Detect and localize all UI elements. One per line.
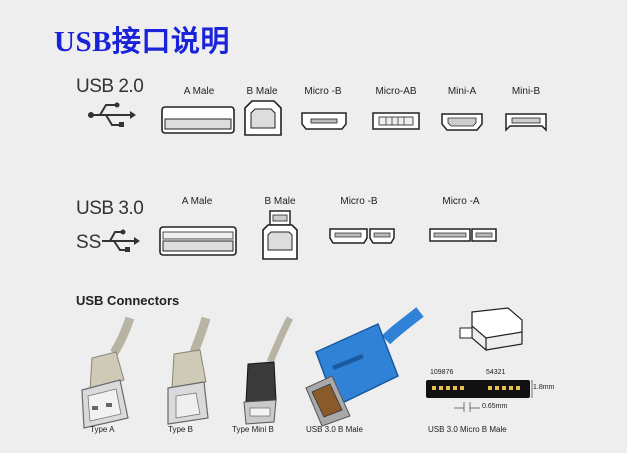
usb2-b-male-label: B Male	[246, 86, 278, 97]
usb3-micro-b-label: Micro -B	[340, 196, 378, 207]
usb3-a-male-label: A Male	[181, 196, 213, 207]
usb2-version-label: USB 2.0	[76, 76, 144, 97]
svg-text:SS: SS	[76, 232, 101, 253]
usb3-a-male-connector	[159, 226, 237, 256]
caption-type-mini-b: Type Mini B	[232, 425, 274, 434]
pinout-left-pins: 109876	[430, 369, 454, 376]
usb2-b-male-connector	[244, 100, 282, 136]
usb2-micro-b-connector	[301, 112, 347, 130]
caption-usb3-b-male: USB 3.0 B Male	[306, 425, 363, 434]
type-b-plug-image	[167, 316, 211, 425]
usb2-mini-b-connector	[505, 113, 547, 132]
usb3-micro-b-connector	[329, 228, 395, 244]
page-title: USB接口说明	[54, 26, 230, 58]
pinout-right-pins: 54321	[486, 369, 506, 376]
usb3-micro-b-plug-image	[459, 307, 523, 352]
pinout-diagram	[426, 380, 533, 412]
pinout-height-dimension: 1.8mm	[533, 384, 555, 391]
pinout-pitch-dimension: 0.65mm	[482, 403, 508, 410]
caption-usb3-micro-b-male: USB 3.0 Micro B Male	[428, 425, 507, 434]
caption-type-b: Type B	[168, 425, 193, 434]
usb2-micro-b-label: Micro -B	[304, 86, 342, 97]
usb2-micro-ab-connector	[372, 112, 420, 130]
usb3-micro-a-connector	[429, 228, 497, 242]
usb-connectors-heading: USB Connectors	[76, 293, 180, 308]
usb2-mini-b-label: Mini-B	[511, 86, 541, 97]
usb3-version-label: USB 3.0	[76, 198, 144, 219]
usb3-b-male-connector	[262, 210, 298, 260]
usb3-b-male-label: B Male	[264, 196, 296, 207]
usb2-mini-a-connector	[441, 113, 483, 131]
usb-trident-icon	[88, 102, 136, 127]
usb2-a-male-connector	[161, 106, 235, 134]
superspeed-usb-icon: SS	[76, 229, 140, 253]
mini-b-plug-image	[243, 316, 294, 425]
caption-type-a: Type A	[90, 425, 115, 434]
usb2-a-male-label: A Male	[183, 86, 215, 97]
type-a-plug-image	[81, 316, 135, 429]
usb3-micro-a-label: Micro -A	[442, 196, 480, 207]
usb2-mini-a-label: Mini-A	[447, 86, 477, 97]
usb2-micro-ab-label: Micro-AB	[375, 86, 417, 97]
usb3-b-plug-image	[305, 307, 424, 427]
